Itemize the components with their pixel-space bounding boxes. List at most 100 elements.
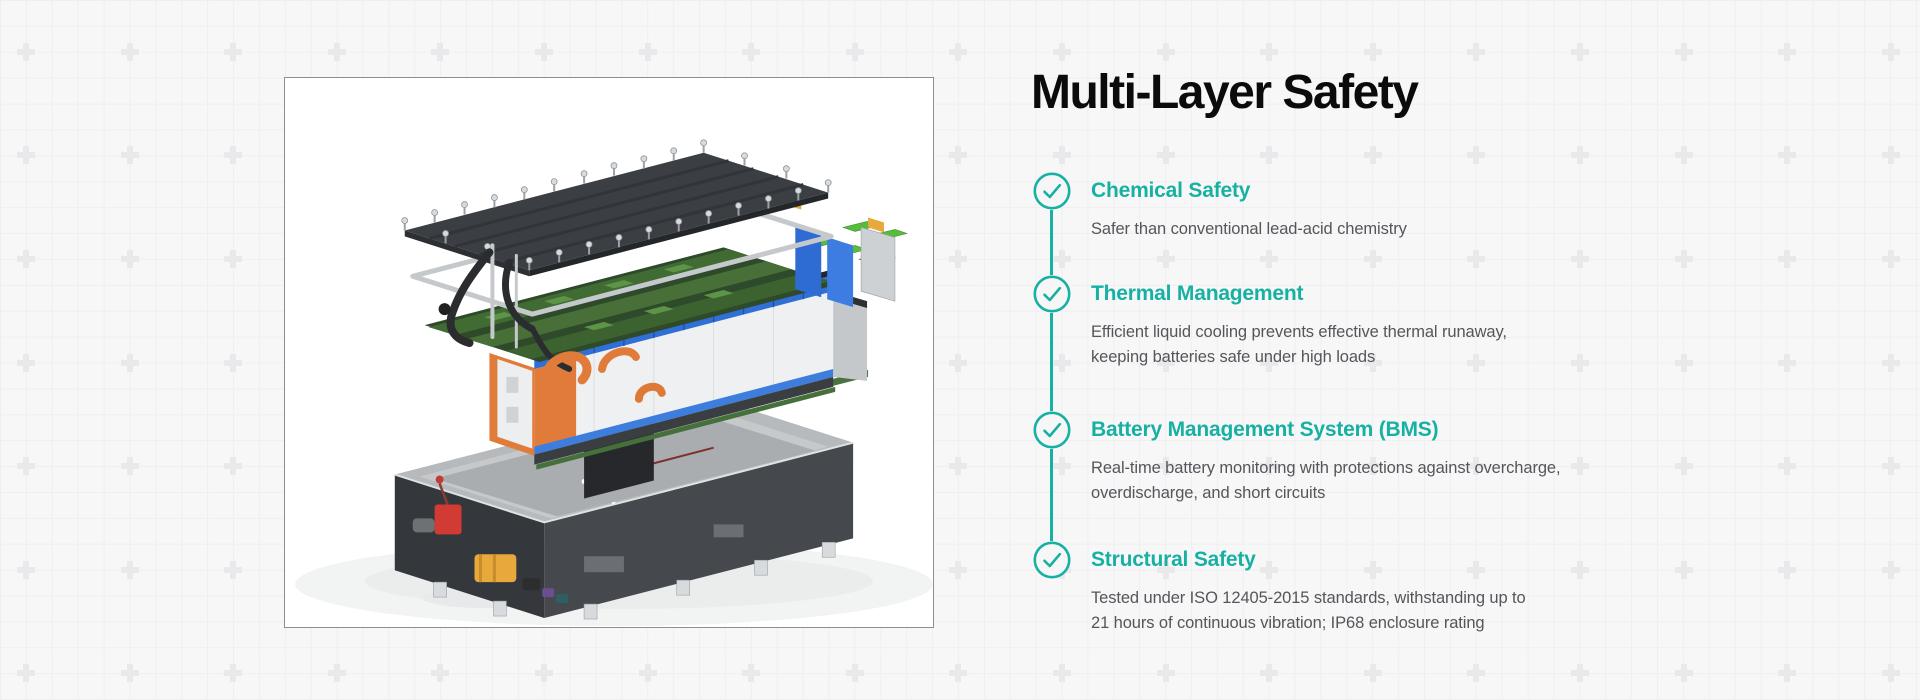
plus-mark-icon: [224, 146, 243, 165]
plus-mark-icon: [1881, 42, 1900, 61]
timeline-connector: [1050, 210, 1053, 275]
plus-mark-icon: [1778, 457, 1797, 476]
plus-mark-icon: [1467, 250, 1486, 268]
plus-mark-icon: [1674, 146, 1693, 165]
plus-mark-icon: [1260, 42, 1279, 61]
plus-mark-icon: [1778, 42, 1797, 61]
plus-mark-icon: [1156, 560, 1175, 579]
plus-mark-icon: [1778, 146, 1797, 165]
check-circle-icon: [1033, 411, 1071, 449]
check-circle-icon: [1033, 172, 1071, 210]
plus-mark-icon: [742, 664, 761, 683]
safety-item-description: Tested under ISO 12405-2015 standards, w…: [1091, 589, 1526, 632]
plus-mark-icon: [1778, 250, 1797, 268]
plus-mark-icon: [1674, 250, 1693, 268]
plus-mark-icon: [327, 42, 346, 61]
check-circle-icon: [1033, 541, 1071, 579]
plus-mark-icon: [120, 457, 139, 476]
plus-mark-icon: [1881, 250, 1900, 268]
plus-mark-icon: [1363, 560, 1382, 579]
plus-mark-icon: [120, 146, 139, 165]
plus-mark-icon: [534, 42, 553, 61]
plus-mark-icon: [1570, 146, 1589, 165]
plus-mark-icon: [638, 664, 657, 683]
plus-mark-icon: [16, 560, 35, 579]
plus-mark-icon: [1570, 353, 1589, 372]
plus-mark-icon: [1881, 457, 1900, 476]
plus-mark-icon: [1363, 353, 1382, 372]
plus-mark-icon: [1881, 146, 1900, 165]
plus-mark-icon: [224, 664, 243, 683]
timeline-connector: [1050, 313, 1053, 411]
plus-mark-icon: [327, 664, 346, 683]
plus-mark-icon: [1570, 664, 1589, 683]
plus-mark-icon: [1570, 250, 1589, 268]
plus-mark-icon: [1467, 353, 1486, 372]
plus-mark-icon: [16, 353, 35, 372]
plus-mark-icon: [1674, 42, 1693, 61]
plus-mark-icon: [1156, 250, 1175, 268]
page-title: Multi-Layer Safety: [1031, 66, 1419, 119]
safety-item-title: Battery Management System (BMS): [1091, 418, 1439, 441]
plus-mark-icon: [16, 250, 35, 268]
plus-mark-icon: [1674, 664, 1693, 683]
plus-mark-icon: [534, 664, 553, 683]
safety-item-description: Efficient liquid cooling prevents effect…: [1091, 323, 1507, 366]
plus-mark-icon: [1052, 664, 1071, 683]
plus-mark-icon: [1570, 457, 1589, 476]
plus-mark-icon: [1156, 146, 1175, 165]
plus-mark-icon: [1260, 146, 1279, 165]
plus-mark-icon: [1467, 457, 1486, 476]
plus-mark-icon: [1674, 353, 1693, 372]
safety-item-title: Chemical Safety: [1091, 179, 1251, 202]
plus-mark-icon: [742, 42, 761, 61]
plus-mark-icon: [1156, 353, 1175, 372]
plus-mark-icon: [224, 457, 243, 476]
check-circle-icon: [1033, 275, 1071, 313]
plus-mark-icon: [845, 664, 864, 683]
plus-mark-icon: [1260, 560, 1279, 579]
plus-mark-icon: [120, 353, 139, 372]
plus-mark-icon: [1052, 146, 1071, 165]
plus-mark-icon: [949, 146, 968, 165]
plus-mark-icon: [949, 353, 968, 372]
plus-mark-icon: [949, 42, 968, 61]
plus-mark-icon: [949, 457, 968, 476]
plus-mark-icon: [1156, 457, 1175, 476]
plus-mark-icon: [1052, 42, 1071, 61]
plus-mark-icon: [120, 42, 139, 61]
plus-mark-icon: [845, 42, 864, 61]
plus-mark-icon: [638, 42, 657, 61]
plus-mark-icon: [1467, 42, 1486, 61]
safety-item-chemical: Chemical Safety Safer than conventional …: [1033, 172, 1673, 242]
plus-mark-icon: [1778, 560, 1797, 579]
plus-mark-icon: [431, 664, 450, 683]
plus-mark-icon: [224, 560, 243, 579]
plus-mark-icon: [1881, 353, 1900, 372]
safety-item-title: Thermal Management: [1091, 282, 1304, 305]
plus-mark-icon: [120, 560, 139, 579]
plus-mark-icon: [1363, 42, 1382, 61]
safety-item-structural: Structural Safety Tested under ISO 12405…: [1033, 541, 1673, 635]
plus-mark-icon: [1156, 42, 1175, 61]
plus-mark-icon: [1881, 664, 1900, 683]
battery-image-panel: [284, 77, 934, 628]
plus-mark-icon: [16, 146, 35, 165]
plus-mark-icon: [949, 560, 968, 579]
plus-mark-icon: [1570, 560, 1589, 579]
plus-mark-icon: [16, 42, 35, 61]
plus-mark-icon: [1363, 664, 1382, 683]
plus-mark-icon: [1363, 146, 1382, 165]
plus-mark-icon: [1260, 353, 1279, 372]
plus-mark-icon: [431, 42, 450, 61]
plus-mark-icon: [1363, 457, 1382, 476]
safety-item-bms: Battery Management System (BMS) Real-tim…: [1033, 411, 1673, 505]
plus-mark-icon: [1467, 664, 1486, 683]
plus-mark-icon: [949, 664, 968, 683]
safety-item-description: Real-time battery monitoring with protec…: [1091, 459, 1561, 502]
plus-mark-icon: [1881, 560, 1900, 579]
plus-mark-icon: [1052, 250, 1071, 268]
plus-mark-icon: [1570, 42, 1589, 61]
plus-mark-icon: [120, 250, 139, 268]
plus-mark-icon: [1674, 560, 1693, 579]
